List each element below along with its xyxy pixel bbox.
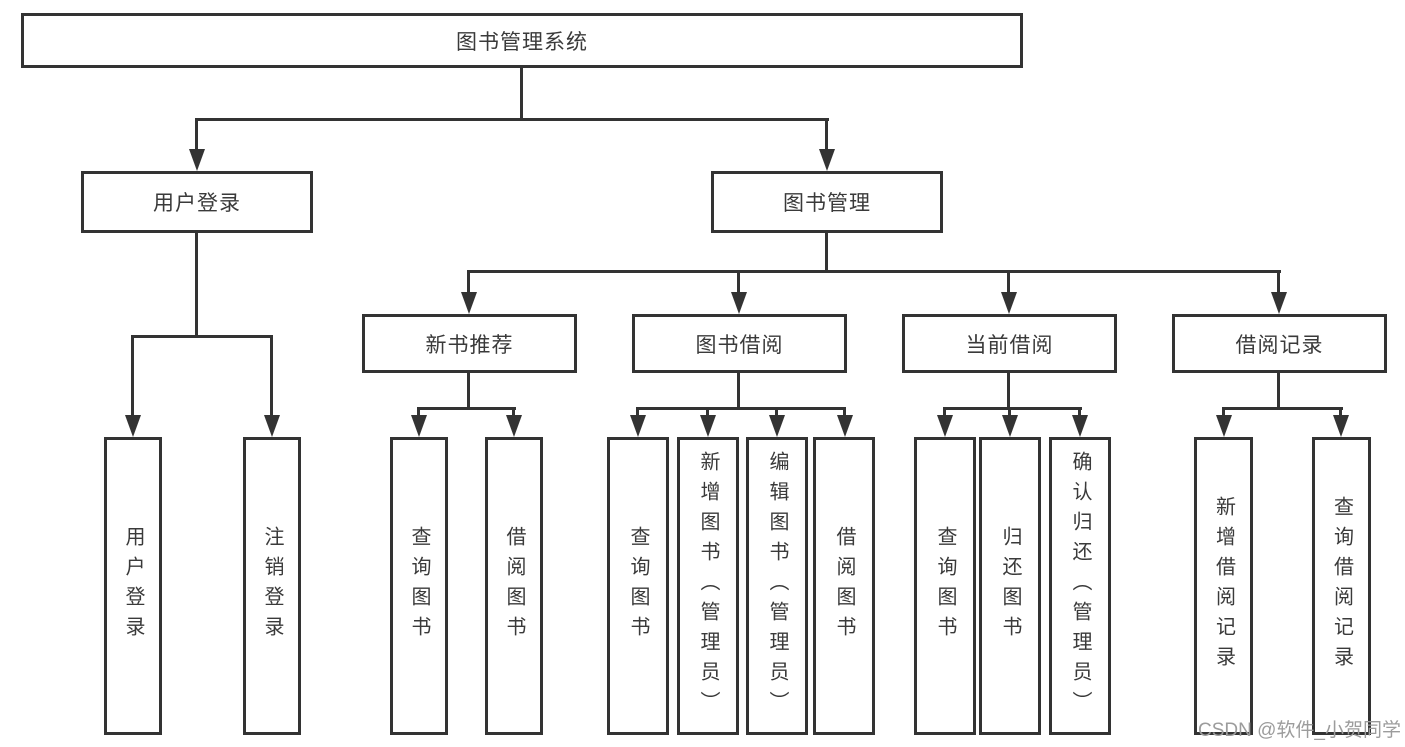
arrow-down-icon xyxy=(189,149,205,171)
node-return-book: 归还图书 xyxy=(979,437,1041,735)
connector-bar xyxy=(417,407,516,410)
connector-stem xyxy=(1007,373,1010,409)
arrow-down-icon xyxy=(1216,415,1232,437)
arrow-down-icon xyxy=(1002,415,1018,437)
connector-root-stem xyxy=(520,68,523,120)
connector-drop xyxy=(775,407,778,418)
node-user-login-branch: 用户登录 xyxy=(81,171,313,233)
connector-drop xyxy=(131,335,134,417)
node-confirm-return-admin: 确认归还（管理员） xyxy=(1049,437,1111,735)
node-borrow-records: 借阅记录 xyxy=(1172,314,1387,373)
arrow-down-icon xyxy=(700,415,716,437)
node-query-books-borrowing: 查询图书 xyxy=(607,437,669,735)
node-new-book-recommend: 新书推荐 xyxy=(362,314,577,373)
connector-user-stem xyxy=(195,233,198,337)
node-user-login-leaf: 用户登录 xyxy=(104,437,162,735)
connector-drop xyxy=(1339,407,1342,418)
connector-bar xyxy=(636,407,846,410)
node-book-borrowing: 图书借阅 xyxy=(632,314,847,373)
connector-drop xyxy=(1277,270,1280,296)
arrow-down-icon xyxy=(731,292,747,314)
node-add-book-admin: 新增图书（管理员） xyxy=(677,437,739,735)
node-borrow-books-recommend: 借阅图书 xyxy=(485,437,543,735)
connector-drop xyxy=(1008,407,1011,418)
node-query-borrow-record: 查询借阅记录 xyxy=(1312,437,1371,735)
arrow-down-icon xyxy=(819,149,835,171)
arrow-down-icon xyxy=(1333,415,1349,437)
connector-drop-user-login xyxy=(195,118,198,151)
node-current-borrowing: 当前借阅 xyxy=(902,314,1117,373)
node-borrow-books-leaf: 借阅图书 xyxy=(813,437,875,735)
node-edit-book-admin: 编辑图书（管理员） xyxy=(746,437,808,735)
connector-drop xyxy=(943,407,946,418)
connector-drop xyxy=(512,407,515,418)
connector-drop xyxy=(636,407,639,418)
connector-drop xyxy=(1078,407,1081,418)
connector-drop xyxy=(417,407,420,418)
arrow-down-icon xyxy=(506,415,522,437)
connector-level3-bar xyxy=(467,270,1281,273)
node-book-management-branch: 图书管理 xyxy=(711,171,943,233)
arrow-down-icon xyxy=(1001,292,1017,314)
connector-stem xyxy=(737,373,740,409)
arrow-down-icon xyxy=(630,415,646,437)
connector-user-bar xyxy=(131,335,273,338)
connector-drop-book-mgmt xyxy=(825,118,828,151)
connector-bar xyxy=(943,407,1082,410)
arrow-down-icon xyxy=(769,415,785,437)
connector-stem xyxy=(467,373,470,409)
connector-drop xyxy=(467,270,470,296)
arrow-down-icon xyxy=(461,292,477,314)
node-logout-leaf: 注销登录 xyxy=(243,437,301,735)
connector-stem xyxy=(1277,373,1280,409)
arrow-down-icon xyxy=(411,415,427,437)
arrow-down-icon xyxy=(125,415,141,437)
connector-drop xyxy=(270,335,273,417)
arrow-down-icon xyxy=(937,415,953,437)
connector-drop xyxy=(737,270,740,296)
connector-drop xyxy=(706,407,709,418)
csdn-watermark: CSDN @软件_小贺同学 xyxy=(1198,720,1401,741)
connector-book-stem xyxy=(825,233,828,272)
connector-drop xyxy=(1222,407,1225,418)
connector-level2-bar xyxy=(196,118,829,121)
arrow-down-icon xyxy=(837,415,853,437)
node-add-borrow-record: 新增借阅记录 xyxy=(1194,437,1253,735)
node-query-books-current: 查询图书 xyxy=(914,437,976,735)
arrow-down-icon xyxy=(1072,415,1088,437)
connector-bar xyxy=(1222,407,1343,410)
connector-drop xyxy=(1007,270,1010,296)
node-query-books-recommend: 查询图书 xyxy=(390,437,448,735)
arrow-down-icon xyxy=(264,415,280,437)
arrow-down-icon xyxy=(1271,292,1287,314)
node-library-system: 图书管理系统 xyxy=(21,13,1023,68)
connector-drop xyxy=(843,407,846,418)
